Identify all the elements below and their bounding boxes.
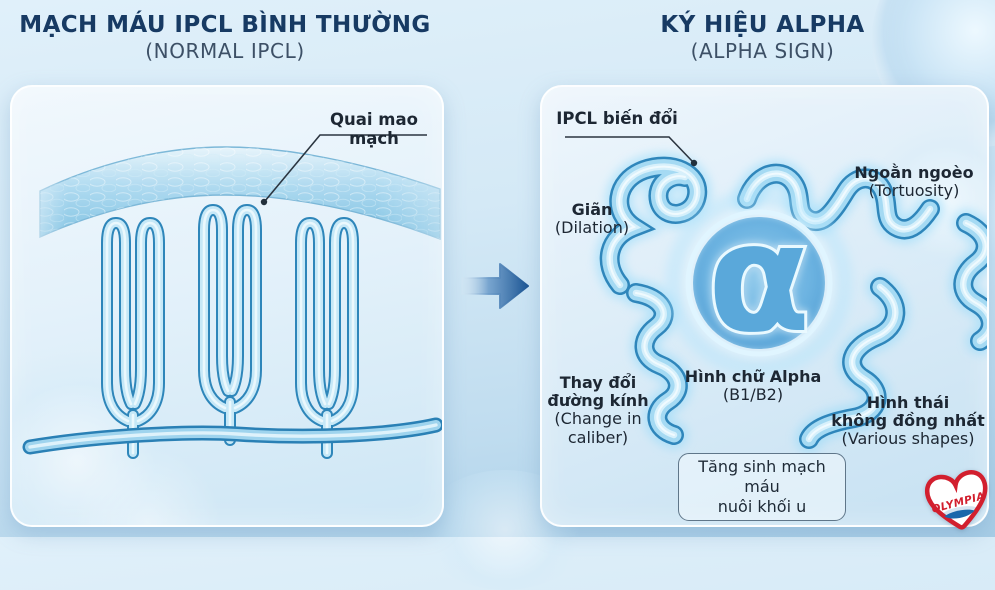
annotation-pointer-right	[565, 136, 698, 167]
tortuosity-label-vi: Ngoằn ngoèo	[854, 163, 974, 182]
left-subtitle: (NORMAL IPCL)	[145, 39, 305, 63]
tortuosity-label: Ngoằn ngoèo (Tortuosity)	[834, 163, 987, 201]
ipcl-alpha-infographic: MẠCH MÁU IPCL BÌNH THƯỜNG (NORMAL IPCL) …	[10, 0, 995, 590]
alpha-shape-label: Hình chữ Alpha (B1/B2)	[682, 367, 824, 405]
normal-ipcl-illustration	[12, 134, 442, 525]
swoosh-icon	[944, 509, 975, 519]
ipcl-changed-label: IPCL biến đổi	[556, 109, 678, 128]
alpha-sign-illustration: α	[565, 136, 987, 525]
right-subtitle: (ALPHA SIGN)	[690, 39, 835, 63]
olympia-heart-icon: OLYMPIA	[925, 470, 988, 530]
angiogenesis-note: Tăng sinh mạch máu nuôi khối u	[678, 453, 846, 521]
alpha-sign-panel: α IPCL biến đổi Giãn (Dilation) Ngoằn ng…	[540, 85, 989, 527]
various-shapes-label-vi: Hình thái không đồng nhất	[831, 393, 985, 431]
caliber-label: Thay đổi đường kính (Change in caliber)	[542, 373, 654, 447]
alpha-shape-label-vi: Hình chữ Alpha	[684, 367, 822, 386]
alpha-symbol: α	[707, 192, 810, 366]
caliber-label-vi: Thay đổi đường kính	[547, 373, 649, 411]
alpha-shape-label-en: (B1/B2)	[722, 385, 784, 405]
right-header: KÝ HIỆU ALPHA (ALPHA SIGN)	[540, 12, 985, 64]
tortuosity-label-en: (Tortuosity)	[868, 181, 960, 201]
annotation-pointer-left	[260, 134, 427, 206]
caliber-label-en: (Change in caliber)	[554, 409, 642, 447]
various-shapes-label-en: (Various shapes)	[841, 429, 975, 449]
left-title: MẠCH MÁU IPCL BÌNH THƯỜNG	[19, 12, 431, 38]
right-arrow-icon	[461, 263, 529, 309]
capillary-loops	[107, 210, 353, 453]
olympia-logo: OLYMPIA	[922, 466, 994, 536]
left-header: MẠCH MÁU IPCL BÌNH THƯỜNG (NORMAL IPCL)	[10, 12, 440, 64]
normal-ipcl-panel: Quai mao mạch	[10, 85, 444, 527]
capillary-loop-label: Quai mao mạch	[330, 110, 418, 148]
mucosa-band	[39, 146, 441, 241]
various-shapes-label: Hình thái không đồng nhất (Various shape…	[828, 393, 987, 449]
dilation-label: Giãn (Dilation)	[542, 200, 642, 238]
transition-arrow	[456, 254, 534, 318]
dilation-label-en: (Dilation)	[554, 218, 630, 238]
right-title: KÝ HIỆU ALPHA	[660, 12, 865, 38]
dilation-label-vi: Giãn	[571, 200, 613, 219]
alpha-circle: α	[665, 189, 853, 377]
